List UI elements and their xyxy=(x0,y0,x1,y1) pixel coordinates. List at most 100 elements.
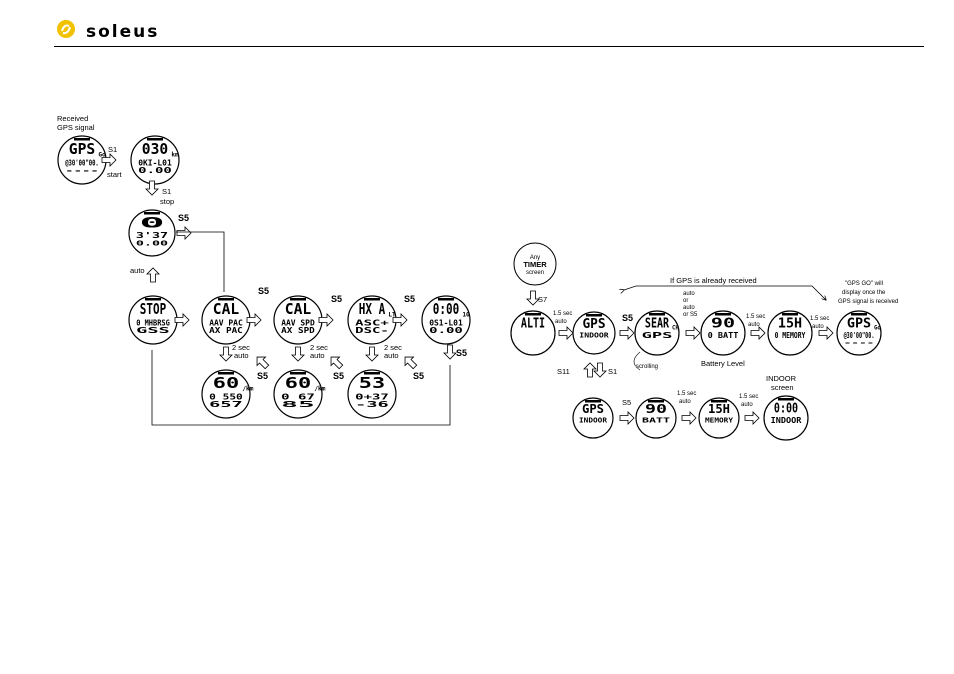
watch-line-1: AAV SPD xyxy=(281,317,315,327)
one-five-sec-label-1: 1.5 sec xyxy=(553,311,572,317)
watch-bezel xyxy=(510,310,556,356)
flow-arrow xyxy=(291,346,305,362)
timer-label: TIMER xyxy=(523,260,547,269)
flow-arrow xyxy=(619,326,635,340)
if-gps-received-label: If GPS is already received xyxy=(670,276,757,285)
gps-go-note-1: "GPS GO" will xyxy=(845,281,883,287)
watch-status-bar xyxy=(290,298,306,301)
watch-line-0: ALTI xyxy=(521,316,545,332)
watch-unit-tag: LT xyxy=(388,311,396,318)
one-five-sec-label-2: 1.5 sec xyxy=(746,314,765,320)
watch-status-bar xyxy=(525,313,541,316)
watch-bezel xyxy=(767,310,813,356)
screen-label: screen xyxy=(526,270,544,276)
flow-arrow xyxy=(392,313,408,327)
start-label: start xyxy=(107,170,123,179)
watch-line-0: 15H xyxy=(778,316,802,332)
watch-line-0: STOP xyxy=(140,300,166,318)
s1-stop-label: S1 xyxy=(162,187,171,196)
watch-face-gps-received: GPS@30'00"00.----Go xyxy=(57,135,107,185)
watch-line-1: @30'00"00. xyxy=(65,157,99,167)
watch-line-0: GPS xyxy=(847,316,871,332)
received-gps-label-1: Received xyxy=(57,114,88,123)
flow-arrow xyxy=(318,313,334,327)
watch-face-battery: 900 BATT xyxy=(700,310,746,356)
s5-label-h: S5 xyxy=(456,348,467,358)
watch-status-bar xyxy=(586,314,602,317)
watch-line-2: 657 xyxy=(209,400,243,409)
flow-arrow xyxy=(146,267,160,283)
watch-line-1: 0 550 xyxy=(209,391,243,401)
watch-unit-tag: Go xyxy=(874,326,881,332)
watch-line-1: ASC+ xyxy=(355,317,389,327)
indoor-screen-label-1: INDOOR xyxy=(766,374,797,383)
watch-face-gps-go: GPS@30'00"00.----Go xyxy=(836,310,882,356)
indoor-screen-label-2: screen xyxy=(771,383,794,392)
watch-unit-tag: /km xyxy=(314,385,325,392)
one-five-sec-auto-label-1: auto xyxy=(555,319,567,325)
watch-bezel xyxy=(130,135,180,185)
two-sec-auto-label-1: auto xyxy=(234,351,249,360)
watch-bezel xyxy=(273,369,323,419)
flow-arrow xyxy=(681,411,697,425)
watch-line-0: CAL xyxy=(285,300,311,318)
s5-label-b: S5 xyxy=(258,286,269,296)
watch-line-1: 0 BATT xyxy=(708,331,739,340)
watch-line-0: 0 xyxy=(139,215,164,231)
watch-line-0: 90 xyxy=(711,316,735,332)
watch-line-2: 0.00 xyxy=(136,239,168,248)
watch-face-alt-detail: 530+37-36 xyxy=(347,369,397,419)
watch-line-2: DSC- xyxy=(355,326,389,335)
watch-status-bar xyxy=(648,400,664,403)
received-gps-label-2: GPS signal xyxy=(57,123,95,132)
watch-line-1: GPS xyxy=(642,331,674,340)
one-five-sec-auto-label-5: auto xyxy=(741,402,753,408)
watch-face-alti: ALTI xyxy=(510,310,556,356)
flow-arrow xyxy=(101,153,117,167)
flow-arrow xyxy=(256,356,270,370)
watch-line-1: @30'00"00. xyxy=(844,331,875,340)
flow-arrow xyxy=(330,356,344,370)
flow-arrow xyxy=(145,180,159,196)
watch-line-1: INDOOR xyxy=(579,331,609,340)
auto-label: auto xyxy=(130,266,145,275)
watch-line-2: AX PAC xyxy=(209,326,243,335)
gps-go-note-3: GPS signal is received xyxy=(838,299,898,305)
flow-arrow xyxy=(685,326,701,340)
watch-bezel xyxy=(763,395,809,441)
watch-line-0: SEAR xyxy=(645,316,670,332)
one-five-sec-label-3: 1.5 sec xyxy=(810,316,829,322)
watch-status-bar xyxy=(585,400,601,403)
watch-line-0: 60 xyxy=(285,374,311,392)
soleus-logo-icon xyxy=(57,20,75,38)
one-five-sec-label-5: 1.5 sec xyxy=(739,394,758,400)
flow-arrow xyxy=(750,326,766,340)
watch-status-bar xyxy=(74,138,90,141)
watch-line-2: 0.00 xyxy=(138,166,172,175)
watch-line-0: 53 xyxy=(359,374,385,392)
watch-unit-tag: Go xyxy=(98,151,106,158)
watch-line-2: GSS xyxy=(136,326,170,335)
watch-line-1: AAV PAC xyxy=(209,317,243,327)
s1-indoor-label: S1 xyxy=(608,367,617,376)
watch-unit-tag: CH xyxy=(672,326,679,332)
watch-line-2: -36 xyxy=(355,400,389,409)
flow-arrow xyxy=(619,411,635,425)
flow-arrow xyxy=(526,290,540,306)
watch-line-1: 0S1-L01 xyxy=(429,317,463,327)
two-sec-label-1: 2 sec xyxy=(232,343,250,352)
watch-status-bar xyxy=(364,372,380,375)
any-timer-screen xyxy=(513,242,557,286)
one-five-sec-auto-label-3: auto xyxy=(812,324,824,330)
flow-arrow xyxy=(246,313,262,327)
watch-face-stop-time: 03'370.00 xyxy=(128,209,176,257)
